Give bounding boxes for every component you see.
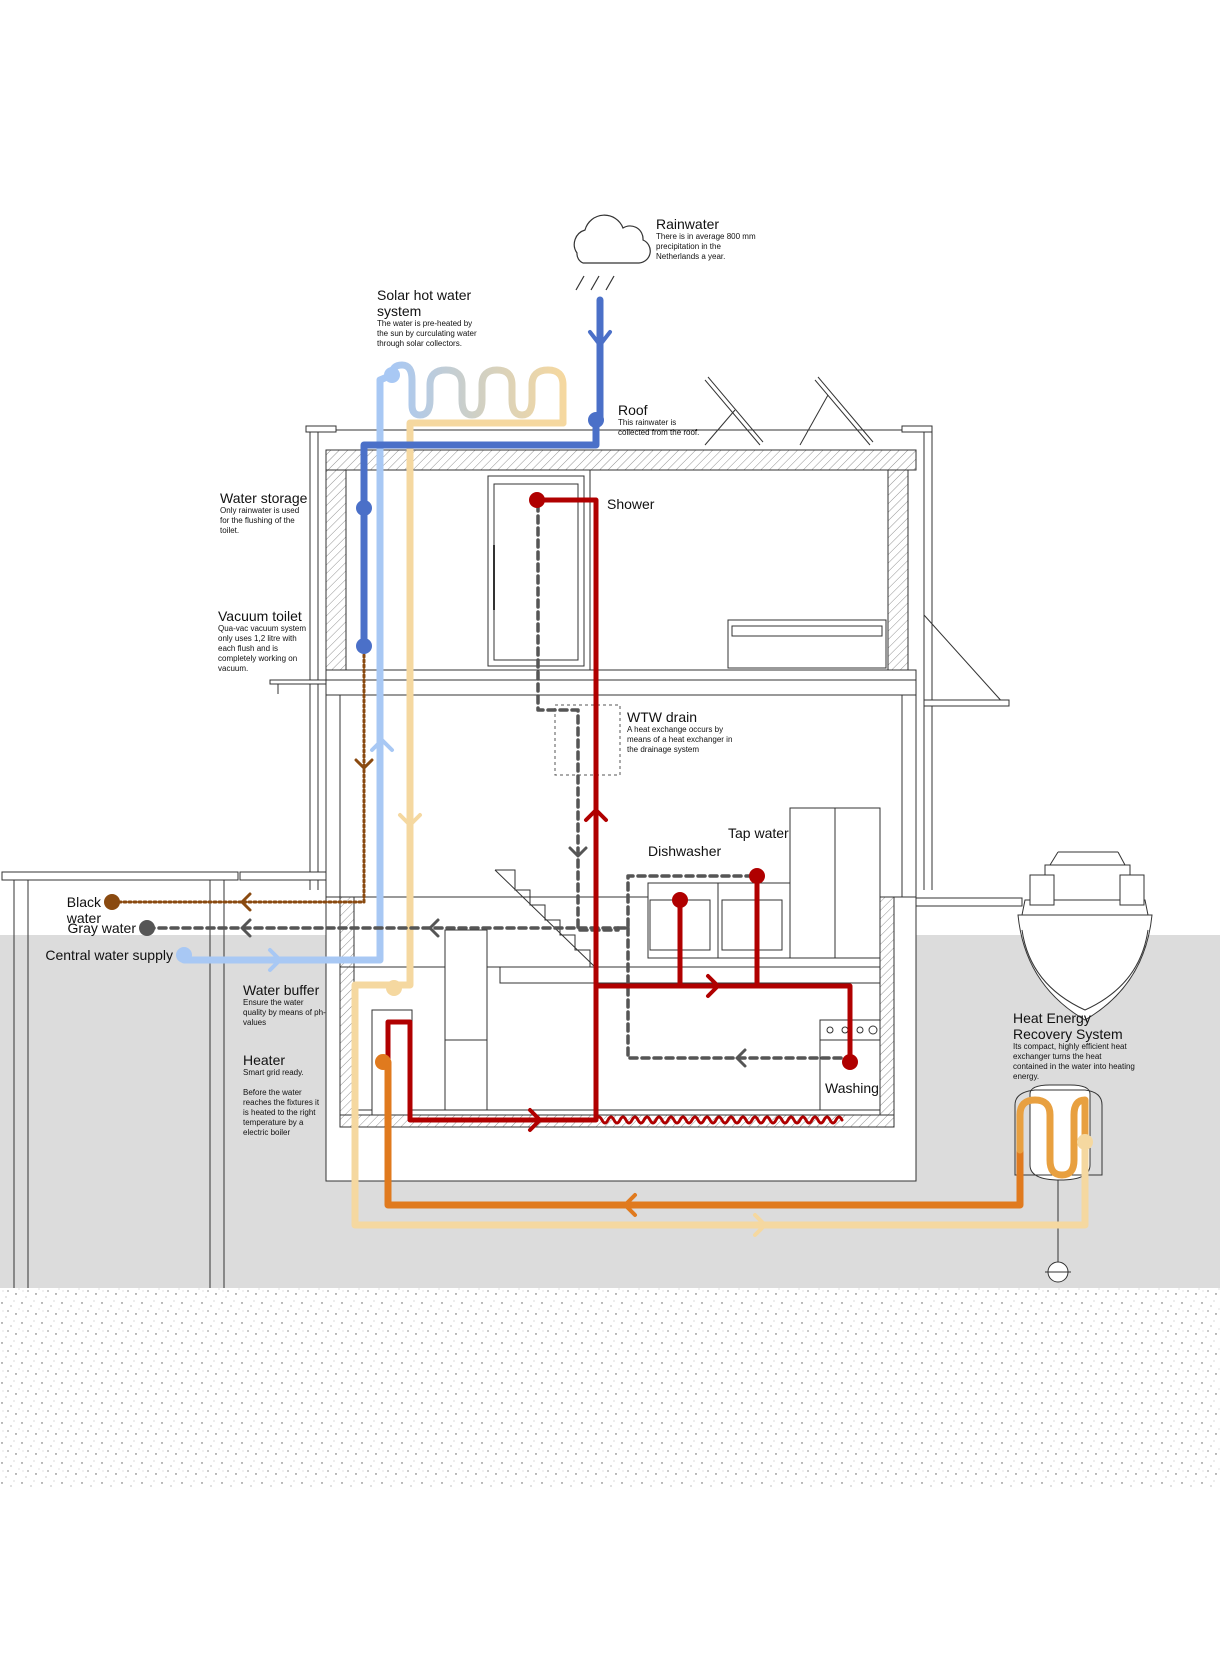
heat-recovery-desc: Its compact, highly efficient heat excha… xyxy=(1013,1042,1135,1081)
water-buffer-title: Water buffer xyxy=(243,982,320,998)
solar-desc: The water is pre-heated by the sun by cu… xyxy=(377,319,477,348)
tap-water-node xyxy=(749,868,765,884)
wtw-drain-box xyxy=(554,704,621,776)
water-storage-desc: Only rainwater is used for the flushing … xyxy=(220,506,300,535)
rainwater-label: Rainwater There is in average 800 mm pre… xyxy=(656,216,756,262)
arrow-icon xyxy=(706,974,720,998)
rainwater-desc: There is in average 800 mm precipitation… xyxy=(656,232,756,261)
washing-node xyxy=(842,1054,858,1070)
rainwater-pipe xyxy=(360,296,604,649)
wtw-drain-label: WTW drain A heat exchange occurs by mean… xyxy=(627,709,742,755)
arrow-icon xyxy=(370,738,394,752)
arrow-icon xyxy=(398,813,422,827)
arrow-icon xyxy=(240,918,252,938)
heat-recovery-title: Heat Energy Recovery System xyxy=(1013,1010,1123,1042)
solar-panels xyxy=(704,376,874,446)
gray-water-pipe-kitchen xyxy=(616,874,759,930)
water-storage-node xyxy=(356,500,372,516)
heater-loop-pipe xyxy=(384,1058,1024,1209)
wtw-drain-title: WTW drain xyxy=(627,709,697,725)
water-buffer-desc: Ensure the water quality by means of ph-… xyxy=(243,998,326,1027)
boat-icon xyxy=(1017,851,1153,1021)
tap-water-title: Tap water xyxy=(728,825,789,841)
water-buffer-label: Water buffer Ensure the water quality by… xyxy=(243,982,328,1028)
washing-label: Washing xyxy=(825,1080,879,1096)
roof-node xyxy=(588,412,604,428)
roof-label: Roof This rainwater is collected from th… xyxy=(618,402,708,438)
vacuum-toilet-node xyxy=(356,638,372,654)
heat-recovery-node xyxy=(1077,1134,1093,1150)
hot-water-pipe-washing xyxy=(754,983,853,1065)
black-water-pipe xyxy=(110,648,366,904)
quay xyxy=(1,871,239,1288)
vacuum-toilet-label: Vacuum toilet Qua-vac vacuum system only… xyxy=(218,608,310,674)
legend-black-water: Black water xyxy=(66,894,101,926)
arrow-icon xyxy=(268,948,282,972)
floor-heating-coil xyxy=(594,1115,844,1125)
solar-label: Solar hot water system The water is pre-… xyxy=(377,287,477,349)
return-loop-pipe xyxy=(351,981,1089,1229)
solar-collector-coil xyxy=(388,361,567,427)
vacuum-toilet-desc: Qua-vac vacuum system only uses 1,2 litr… xyxy=(218,624,307,673)
solar-title: Solar hot water system xyxy=(377,287,472,319)
hot-water-pipe-main xyxy=(385,497,599,1123)
heater-node xyxy=(375,1054,391,1070)
vacuum-toilet-title: Vacuum toilet xyxy=(218,608,302,624)
flow-arrows xyxy=(240,330,767,1237)
dishwasher-node xyxy=(672,892,688,908)
heater-title: Heater xyxy=(243,1052,286,1068)
black-water-legend-dot xyxy=(104,894,120,910)
heater-desc-2: Before the water reaches the fixtures it… xyxy=(243,1088,320,1137)
roof-title: Roof xyxy=(618,402,648,418)
solar-return-pipe xyxy=(394,419,567,989)
dishwasher-label: Dishwasher xyxy=(648,843,721,859)
arrow-icon xyxy=(623,1193,637,1217)
heater-label: Heater Smart grid ready. Before the wate… xyxy=(243,1052,323,1138)
washing-title: Washing xyxy=(825,1080,879,1096)
central-supply-legend-dot xyxy=(176,947,192,963)
legend-central-supply: Central water supply xyxy=(45,947,173,963)
arrow-icon xyxy=(528,1108,542,1132)
wtw-drain-desc: A heat exchange occurs by means of a hea… xyxy=(627,725,733,754)
gray-water-pipe-washing xyxy=(626,926,852,1060)
heat-recovery-coil xyxy=(1016,1096,1089,1179)
roof-desc: This rainwater is collected from the roo… xyxy=(618,418,700,437)
shower-node xyxy=(529,492,545,508)
cloud-icon xyxy=(573,214,651,291)
heat-recovery-label: Heat Energy Recovery System Its compact,… xyxy=(1013,1010,1138,1082)
shower-title: Shower xyxy=(607,496,655,512)
arrow-icon xyxy=(568,846,588,858)
shower-label: Shower xyxy=(607,496,654,512)
tap-water-label: Tap water xyxy=(728,825,789,841)
arrow-icon xyxy=(588,330,612,347)
dishwasher-title: Dishwasher xyxy=(648,843,722,859)
heater-desc: Smart grid ready. xyxy=(243,1068,304,1077)
arrow-icon xyxy=(354,758,374,770)
arrow-icon xyxy=(753,1213,767,1237)
arrow-icon xyxy=(240,892,252,912)
arrow-icon xyxy=(735,1048,747,1068)
solar-start-node xyxy=(384,367,400,383)
pipe-nodes xyxy=(104,367,1093,1150)
ground-soil xyxy=(0,1288,1220,1488)
water-buffer-node xyxy=(386,980,402,996)
legend-gray-water: Gray water xyxy=(67,920,136,936)
gray-water-legend-dot xyxy=(139,920,155,936)
water-storage-title: Water storage xyxy=(220,490,308,506)
rainwater-title: Rainwater xyxy=(656,216,720,232)
water-storage-label: Water storage Only rainwater is used for… xyxy=(220,490,308,536)
arrow-icon xyxy=(584,808,608,822)
house-section xyxy=(239,425,1023,1182)
arrow-icon xyxy=(428,918,440,938)
